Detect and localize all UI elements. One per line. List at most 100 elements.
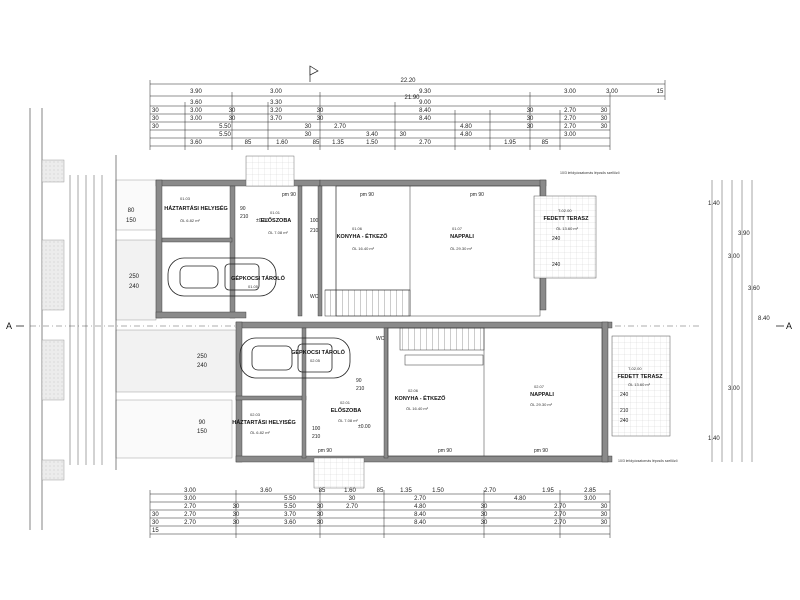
dim-bot-r3-9: 30 bbox=[601, 504, 608, 510]
dim-top-r3-8: 2.70 bbox=[564, 108, 576, 114]
upper-door-90: 90 bbox=[240, 206, 246, 212]
upper-entrance-step bbox=[245, 155, 295, 187]
room-upper-eloszoba-title: ELŐSZOBA bbox=[261, 217, 292, 224]
room-upper-garage-title: GÉPKOCSI TÁROLÓ bbox=[231, 274, 286, 282]
left-dimension-labels: 80 150 250 240 250 240 90 150 bbox=[126, 208, 208, 435]
dim-bot-r1-8: 2.70 bbox=[484, 488, 496, 494]
lower-garage-car-icon bbox=[239, 337, 351, 379]
room-upper-konyha-area: ÖL 16.40 m² bbox=[352, 246, 375, 251]
dim-top-r4-2: 3.00 bbox=[190, 116, 202, 122]
dim-left-4: 240 bbox=[129, 284, 140, 290]
dim-top-r7-2: 85 bbox=[245, 140, 252, 146]
dim-right-5: 8.40 bbox=[758, 316, 770, 322]
dim-top-r6-4: 30 bbox=[400, 132, 407, 138]
dim-top-r7-5: 1.35 bbox=[332, 140, 344, 146]
dim-bot-r2-6: 3.00 bbox=[584, 496, 596, 502]
dim-top-r4-6: 8.40 bbox=[419, 116, 431, 122]
room-lower-eloszoba-code: 02.01 bbox=[340, 400, 351, 405]
dim-bot-r1-3: 85 bbox=[319, 488, 326, 494]
room-lower-nappali-title: NAPPALI bbox=[530, 392, 554, 398]
room-lower-hazt-area: ÖL 6.82 m² bbox=[250, 430, 271, 435]
dim-bot-r1-10: 2.85 bbox=[584, 488, 596, 494]
dim-top-r4-3: 30 bbox=[229, 116, 236, 122]
dim-bot-r4-5: 30 bbox=[317, 512, 324, 518]
dim-top-r3-3: 30 bbox=[229, 108, 236, 114]
dim-bot-r5-2: 2.70 bbox=[184, 520, 196, 526]
dim-bot-r2-1: 3.00 bbox=[184, 496, 196, 502]
room-upper-eloszoba-area: ÖL 7.08 m² bbox=[268, 230, 289, 235]
dim-bot-r4-6: 8.40 bbox=[414, 512, 426, 518]
dim-right-3: 3.90 bbox=[738, 231, 750, 237]
dim-top-r6-5: 4.80 bbox=[460, 132, 472, 138]
dim-top-r7-3: 1.60 bbox=[276, 140, 288, 146]
lower-unit-labels: GÉPKOCSI TÁROLÓ 02.05 HÁZTARTÁSI HELYISÉ… bbox=[232, 336, 677, 463]
bottom-dimension-chain bbox=[149, 490, 611, 538]
lower-terrace-210: 210 bbox=[620, 408, 629, 414]
lower-wc-label: WC bbox=[376, 336, 385, 342]
right-dimension-labels: 1.40 3.00 3.90 3.60 8.40 3.00 1.40 bbox=[708, 201, 770, 442]
dim-bot-r1-2: 3.60 bbox=[260, 488, 272, 494]
dim-top-r1-1: 3.90 bbox=[190, 89, 202, 95]
dim-bot-r3-2: 30 bbox=[233, 504, 240, 510]
room-lower-garage-title: GÉPKOCSI TÁROLÓ bbox=[291, 348, 346, 356]
lower-door-90: 90 bbox=[356, 378, 362, 384]
dim-top-r3-7: 30 bbox=[527, 108, 534, 114]
dim-right-6: 3.00 bbox=[728, 386, 740, 392]
dim-top-r2-1: 3.60 bbox=[190, 100, 202, 106]
dim-top-r4-9: 30 bbox=[601, 116, 608, 122]
room-upper-terasz-area: ÖL 13.60 m² bbox=[556, 226, 579, 231]
dim-top-r4-7: 30 bbox=[527, 116, 534, 122]
dim-bot-r3-4: 30 bbox=[317, 504, 324, 510]
dim-right-2: 3.00 bbox=[728, 254, 740, 260]
dim-right-7: 1.40 bbox=[708, 436, 720, 442]
dim-top-r5-2: 5.50 bbox=[219, 124, 231, 130]
dim-bot-r2-4: 2.70 bbox=[414, 496, 426, 502]
dim-bot-r5-8: 2.70 bbox=[554, 520, 566, 526]
dim-top-r2-3: 9.00 bbox=[419, 100, 431, 106]
dim-bot-r3-8: 2.70 bbox=[554, 504, 566, 510]
upper-gutter-note: 10/3 lefolyócsatornás lépcsős szellőző bbox=[560, 171, 620, 175]
lower-terrace-240b: 240 bbox=[620, 418, 629, 424]
room-lower-terasz-area: ÖL 13.60 m² bbox=[628, 382, 651, 387]
dim-left-6: 240 bbox=[197, 363, 208, 369]
room-lower-konyha-code: 02.06 bbox=[408, 388, 419, 393]
left-dimension-chain bbox=[69, 175, 103, 465]
dim-top-r3-2: 3.00 bbox=[190, 108, 202, 114]
room-upper-hazt-code: 01.03 bbox=[180, 196, 191, 201]
dim-top-r4-5: 30 bbox=[317, 116, 324, 122]
dim-top-r5-3: 30 bbox=[305, 124, 312, 130]
dim-top-r7-8: 1.95 bbox=[504, 140, 516, 146]
dim-top-r1-3: 9.30 bbox=[419, 89, 431, 95]
dim-bot-r1-1: 3.00 bbox=[184, 488, 196, 494]
dim-left-2: 150 bbox=[126, 218, 137, 224]
dim-bot-r2-5: 4.80 bbox=[514, 496, 526, 502]
upper-terrace-240b: 240 bbox=[552, 262, 561, 268]
dim-top-r3-9: 30 bbox=[601, 108, 608, 114]
dim-left-1: 80 bbox=[128, 208, 135, 214]
left-site-strip bbox=[29, 108, 700, 530]
room-upper-hazt-title: HÁZTARTÁSI HELYISÉG bbox=[164, 204, 228, 212]
dim-left-8: 150 bbox=[197, 429, 208, 435]
room-lower-eloszoba-title: ELŐSZOBA bbox=[331, 407, 362, 414]
dim-top-r5-8: 30 bbox=[601, 124, 608, 130]
lower-entrance-step bbox=[313, 457, 365, 489]
upper-door-210b: 210 bbox=[310, 228, 319, 234]
dim-top-r5-7: 2.70 bbox=[564, 124, 576, 130]
dim-top-r3-5: 30 bbox=[317, 108, 324, 114]
upper-garage-car-icon bbox=[167, 257, 277, 297]
room-upper-hazt-area: ÖL 6.82 m² bbox=[180, 218, 201, 223]
lower-level-mark: ±0.00 bbox=[358, 424, 371, 430]
dim-top-r3-1: 30 bbox=[152, 108, 159, 114]
dim-bot-r4-7: 30 bbox=[481, 512, 488, 518]
upper-door-100: 100 bbox=[310, 218, 319, 224]
dim-top-r7-4: 85 bbox=[313, 140, 320, 146]
dim-right-1: 1.40 bbox=[708, 201, 720, 207]
room-upper-terasz-code: T-02.00 bbox=[558, 208, 572, 213]
upper-interior-lines bbox=[324, 185, 541, 317]
dim-bot-r5-7: 30 bbox=[481, 520, 488, 526]
dim-top-r7-1: 3.60 bbox=[190, 140, 202, 146]
dim-bot-r4-8: 2.70 bbox=[554, 512, 566, 518]
dim-bot-r1-4: 1.60 bbox=[344, 488, 356, 494]
upper-level-mark: ±0.00 bbox=[256, 218, 269, 224]
dim-bot-r4-9: 30 bbox=[601, 512, 608, 518]
